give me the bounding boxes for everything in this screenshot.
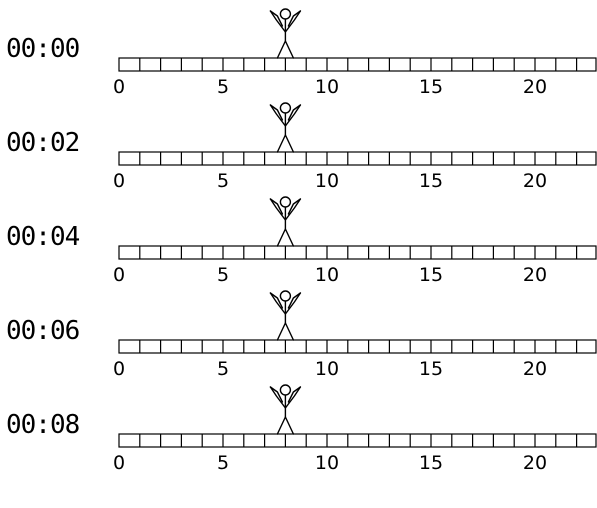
tick-label: 15 [419,264,443,286]
timeline-panel: 00:04 0 5 10 15 20 [6,196,597,286]
book-left-page [269,292,284,309]
track-bar [118,339,597,354]
tick-label: 10 [315,76,339,98]
tick-label: 5 [217,264,229,286]
person-reading-icon [269,196,302,247]
tick-label: 5 [217,452,229,474]
tick-label: 0 [113,76,125,98]
figure-head [279,102,292,114]
timeline-panel: 00:08 0 5 10 15 20 [6,384,597,474]
tick-label: 0 [113,264,125,286]
book-left-page [269,10,284,27]
tick-label: 20 [523,358,547,380]
figure-legs [276,228,295,247]
book-left-page [269,198,284,215]
timeline-panel: 00:02 0 5 10 15 20 [6,102,597,192]
person-reading-icon [269,384,302,435]
track-bar [118,151,597,166]
time-label: 00:04 [6,222,80,252]
track-bar [118,245,597,260]
tick-label: 10 [315,358,339,380]
time-label: 00:08 [6,410,79,440]
tick-label: 5 [217,358,229,380]
tick-label: 20 [523,452,547,474]
tick-label: 15 [419,452,443,474]
book-outer [269,10,302,33]
track-bar [118,433,597,448]
tick-label: 15 [419,358,443,380]
tick-label: 0 [113,358,125,380]
tick-label: 0 [113,170,125,192]
tick-label: 10 [315,170,339,192]
book-right-page [287,10,302,27]
tick-label: 10 [315,452,339,474]
person-reading-icon [269,290,302,341]
person-reading-icon [269,102,302,153]
figure-legs [276,322,295,341]
book-right-page [287,198,302,215]
figure-head [279,290,292,302]
tick-label: 20 [523,76,547,98]
book-outer [269,198,302,221]
time-label: 00:00 [6,34,79,64]
tick-label: 5 [217,170,229,192]
person-reading-icon [269,8,302,59]
book-right-page [287,292,302,309]
timeline-panel: 00:00 0 5 10 15 20 [6,8,597,98]
tick-label: 0 [113,452,125,474]
book-outer [269,104,302,127]
figure-legs [276,40,295,59]
book-left-page [269,104,284,121]
figure-head [279,196,292,208]
figure-legs [276,134,295,153]
book-right-page [287,386,302,403]
figure-head [279,384,292,396]
track-bar [118,57,597,72]
tick-label: 20 [523,264,547,286]
tick-label: 15 [419,76,443,98]
time-label: 00:02 [6,128,79,158]
figure-legs [276,416,295,435]
tick-label: 5 [217,76,229,98]
tick-label: 15 [419,170,443,192]
timeline-panel: 00:06 0 5 10 15 20 [6,290,597,380]
book-right-page [287,104,302,121]
time-label: 00:06 [6,316,79,346]
book-outer [269,386,302,409]
figure-head [279,8,292,20]
tick-label: 10 [315,264,339,286]
tick-label: 20 [523,170,547,192]
book-left-page [269,386,284,403]
book-outer [269,292,302,315]
